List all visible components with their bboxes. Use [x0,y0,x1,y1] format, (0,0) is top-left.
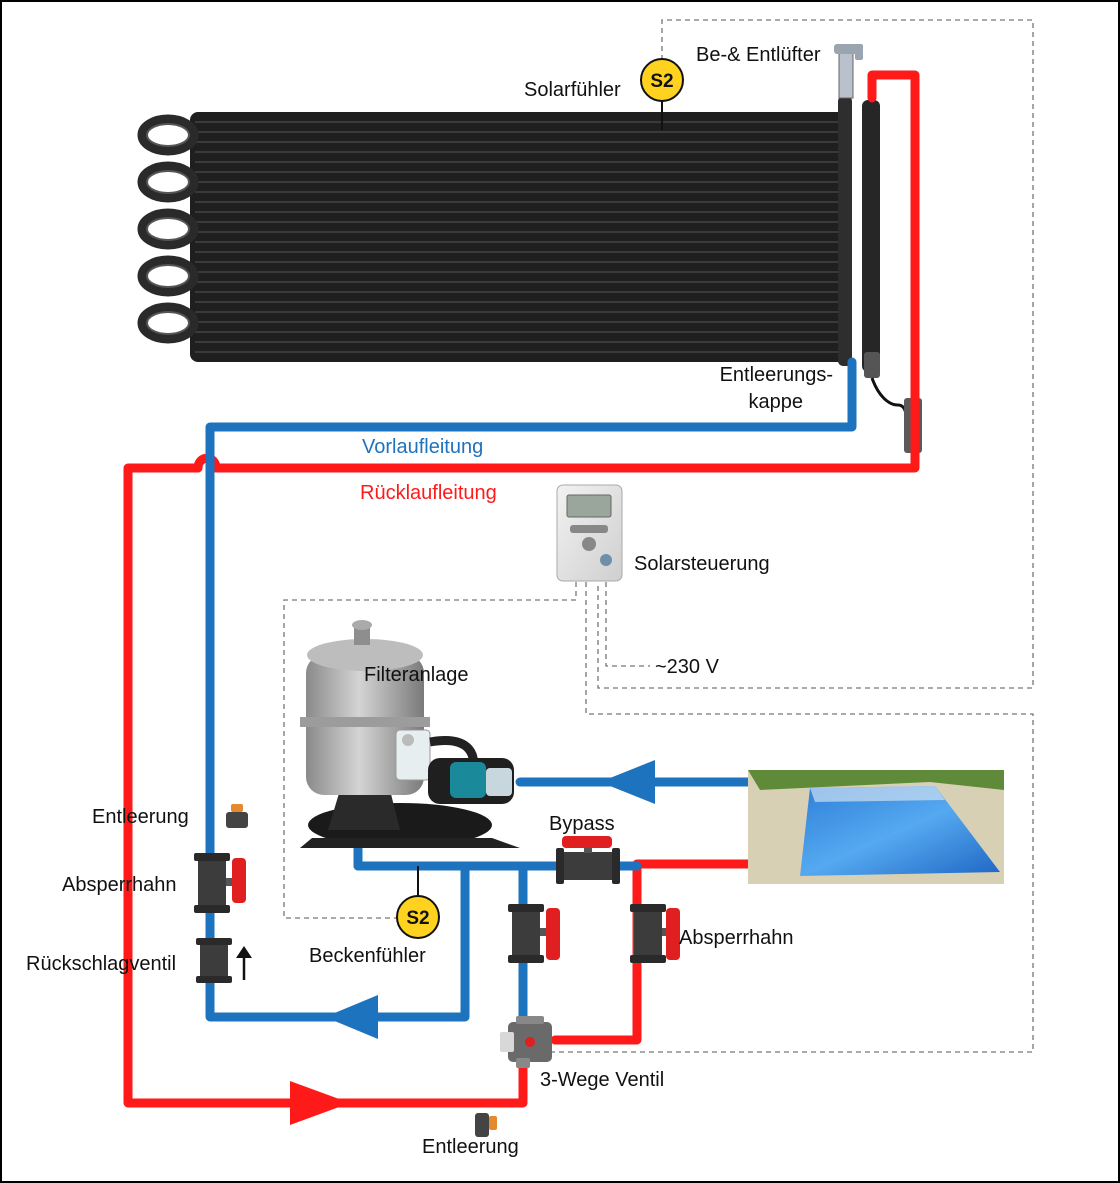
label-shutoff-right: Absperrhahn [679,927,794,949]
bypass-valve [556,836,620,884]
label-check-valve: Rückschlagventil [26,953,176,975]
controller-display [566,494,612,518]
solar-collector [137,96,880,372]
check-valve [196,938,252,983]
label-vent: Be-& Entlüfter [696,44,821,66]
header-pipe-right [862,100,880,372]
valve-shutoff-middle [508,904,560,963]
wire-pool-sensor [283,582,577,919]
label-drain-left: Entleerung [92,806,189,828]
valve-shutoff-left [194,853,246,913]
pump-motor [450,762,486,798]
label-solar-control: Solarsteuerung [634,553,770,575]
valve-shutoff-right [630,904,680,963]
filter-system [300,620,520,848]
solar-sensor-badge-text: S2 [650,71,673,92]
pool-sensor-badge-text: S2 [406,908,429,929]
three-way-valve [500,1016,552,1068]
label-pool-sensor: Beckenfühler [309,945,426,967]
label-drain-bottom: Entleerung [422,1136,519,1158]
flow-arrow-bottom [325,995,378,1039]
label-flow-line: Vorlaufleitung [362,436,483,458]
wire-valve [550,582,1034,1053]
solar-controller [556,484,623,582]
wire-solar-sensor [597,19,1034,689]
pool-sensor-badge: S2 [396,895,440,939]
label-bypass: Bypass [549,813,615,835]
wire-power [605,582,650,667]
control-wiring [283,19,1034,1053]
vent-valve [834,44,863,99]
label-drain-cap-1: Entleerungs- [720,364,833,386]
label-three-way-valve: 3-Wege Ventil [540,1069,664,1091]
pool [748,770,1004,884]
solar-sensor-badge: S2 [640,58,684,102]
label-return-line: Rücklaufleitung [360,482,497,504]
label-shutoff-left: Absperrhahn [62,874,177,896]
label-solar-sensor: Solarfühler [524,79,621,101]
label-filter-system: Filteranlage [364,664,469,686]
flow-arrow-pool [600,760,655,804]
return-arrow-bottom [290,1081,350,1125]
drain-valve-bottom [475,1113,497,1137]
label-voltage: ~230 V [655,656,720,678]
header-pipe-left [838,96,852,366]
pool-water [800,786,1000,876]
drain-valve-left [226,804,248,828]
label-drain-cap-2: kappe [749,391,804,413]
